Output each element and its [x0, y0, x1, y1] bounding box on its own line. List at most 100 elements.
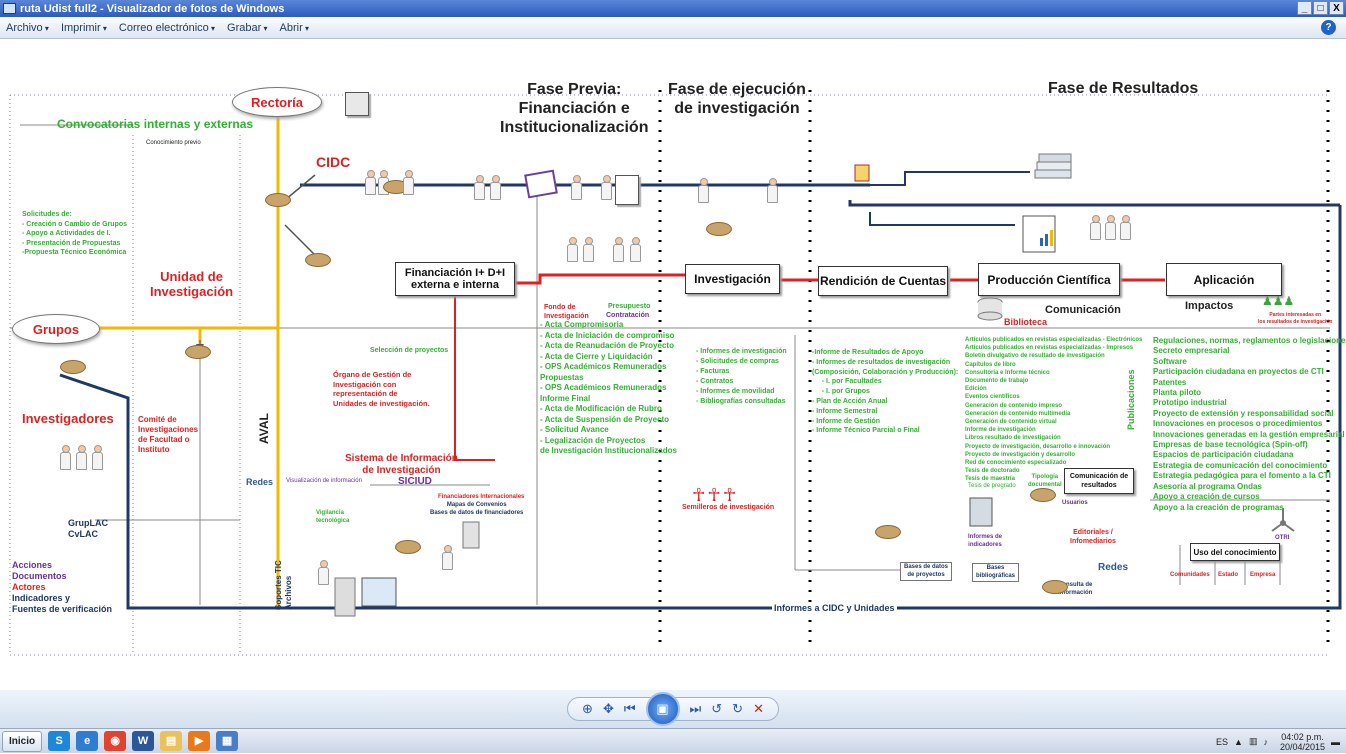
desk-icon — [305, 253, 331, 267]
bases-proyectos-box: Bases de datos de proyectos — [900, 562, 953, 581]
comunidades-label: Comunidades — [1170, 572, 1210, 578]
person-icon — [613, 237, 624, 262]
legend-actores: Actores — [12, 582, 46, 592]
menu-correo[interactable]: Correo electrónico — [119, 22, 215, 34]
solicitudes-list: Solicitudes de: - Creación o Cambio de G… — [22, 211, 128, 256]
aplicacion-box: Aplicación — [1166, 263, 1282, 296]
contratacion-label: Contratación — [606, 312, 650, 319]
zoom-icon[interactable]: ⊕ — [582, 701, 593, 716]
person-icon — [583, 237, 594, 262]
publicaciones-label: Publicaciones — [1126, 369, 1136, 430]
tray-arrow-icon[interactable]: ▲ — [1234, 736, 1243, 747]
seleccion-label: Selección de proyectos — [370, 347, 449, 354]
word-icon[interactable]: W — [132, 731, 155, 751]
person-icon — [474, 175, 485, 200]
start-label: Inicio — [9, 735, 36, 747]
previous-icon[interactable]: ⏮ — [623, 701, 636, 716]
person-icon — [1120, 215, 1131, 240]
convocatorias-label: Convocatorias internas y externas — [57, 117, 254, 131]
photo-viewer-taskbar-icon[interactable]: ▦ — [216, 731, 239, 751]
minimize-button[interactable]: _ — [1297, 1, 1312, 15]
rotate-right-icon[interactable]: ↻ — [732, 701, 744, 716]
menu-grabar[interactable]: Grabar — [227, 22, 268, 34]
sistema-label: Sistema de Información de Investigación — [345, 453, 458, 476]
menu-imprimir[interactable]: Imprimir — [61, 22, 107, 34]
vigilancia-label: Vigilancia tecnológica — [316, 510, 350, 524]
redes-label: Redes — [246, 477, 274, 487]
fit-window-icon[interactable]: ✥ — [602, 701, 614, 716]
desk-icon — [706, 222, 732, 236]
diagram-lines — [9, 90, 1342, 656]
language-indicator[interactable]: ES — [1216, 736, 1229, 747]
otri-label: OTRI — [1275, 535, 1290, 541]
person-icon — [403, 170, 414, 195]
investigadores-label: Investigadores — [22, 411, 114, 426]
rectoria-oval: Rectoría — [232, 87, 322, 117]
informes-cidc-label: Informes a CIDC y Unidades — [772, 603, 897, 614]
meeting-table-icon — [875, 525, 901, 539]
rendicion-box: Rendición de Cuentas — [818, 266, 948, 296]
presupuesto-label: Presupuesto — [608, 303, 651, 310]
start-button[interactable]: Inicio — [2, 730, 43, 752]
legend-fuentes: Fuentes de verificación — [12, 604, 113, 614]
meeting-table-icon — [1030, 488, 1056, 502]
person-icon — [60, 445, 71, 470]
investigacion-box: Investigación — [685, 264, 780, 294]
rotate-left-icon[interactable]: ↺ — [711, 701, 723, 716]
produccion-box: Producción Científica — [978, 263, 1120, 296]
person-icon — [365, 170, 376, 195]
explorer-icon[interactable]: ▤ — [160, 731, 183, 751]
redes-resultados-label: Redes — [1098, 562, 1129, 573]
organo-label: Órgano de Gestión de Investigación con r… — [333, 370, 430, 408]
ie-icon[interactable]: e — [76, 731, 99, 751]
grupos-oval: Grupos — [12, 314, 100, 344]
bases-bibliograficas-box: Bases bibliográficas — [972, 563, 1020, 582]
legend-acciones: Acciones — [12, 560, 53, 570]
cidc-label: CIDC — [316, 154, 351, 170]
clock-date: 20/04/2015 — [1279, 741, 1325, 752]
estado-label: Estado — [1218, 572, 1239, 578]
show-desktop-icon[interactable]: ▬ — [1331, 736, 1340, 747]
document-icon — [615, 175, 639, 205]
slideshow-play-button[interactable]: ▣ — [645, 692, 680, 726]
media-player-icon[interactable]: ▶ — [188, 731, 211, 751]
consulta-label: Consulta de información — [1058, 582, 1093, 596]
financiacion-box: Financiación I+ D+I externa e interna — [395, 262, 515, 296]
person-icon — [490, 175, 501, 200]
delete-icon[interactable]: ✕ — [753, 701, 764, 716]
semilleros-figures-icon: ☥☥☥ — [692, 485, 739, 505]
fondo-label: Fondo de Investigación — [544, 304, 589, 320]
impactos-list: Regulaciones, normas, reglamentos o legi… — [1153, 336, 1346, 512]
partes-label: Partes interesadas en los resultados de … — [1258, 312, 1333, 325]
controls-pill: ⊕ ✥ ⏮ ▣ ⏭ ↺ ↻ ✕ — [567, 692, 779, 726]
person-icon — [92, 445, 103, 470]
person-icon — [698, 178, 709, 203]
close-button[interactable]: X — [1329, 1, 1344, 15]
network-icon[interactable]: ▥ — [1248, 736, 1258, 746]
image-canvas: Fase Previa: Financiación e Instituciona… — [0, 40, 1346, 690]
maximize-button[interactable]: □ — [1313, 1, 1328, 15]
editoriales-label: Editoriales / Infomediarios — [1070, 529, 1116, 545]
clock[interactable]: 04:02 p.m.20/04/2015 — [1274, 732, 1325, 752]
skype-icon[interactable]: S — [48, 731, 71, 751]
comunicacion-label: Comunicación — [1045, 304, 1121, 316]
menu-archivo[interactable]: Archivo — [6, 22, 49, 34]
menu-abrir[interactable]: Abrir — [280, 22, 309, 34]
phase-resultados-title: Fase de Resultados — [1048, 80, 1199, 97]
comunicacion-resultados-box: Comunicación de resultados — [1064, 468, 1134, 494]
person-icon — [567, 237, 578, 262]
comite-label: Comité de Investigaciones de Facultad o … — [138, 415, 199, 454]
soportes-label: Soportes TIC Archivos — [274, 560, 293, 610]
person-icon — [1090, 215, 1101, 240]
unidad-investigacion-label: Unidad de Investigación — [150, 269, 234, 299]
impactos-label: Impactos — [1185, 300, 1234, 312]
desk-icon — [60, 360, 86, 374]
phase-previa-title: Fase Previa: Financiación e Instituciona… — [500, 81, 649, 136]
rendicion-list: -Informe de Resultados de Apoyo - Inform… — [812, 349, 959, 435]
empresa-label: Empresa — [1250, 572, 1276, 578]
meeting-table-icon — [395, 540, 421, 554]
next-icon[interactable]: ⏭ — [689, 701, 702, 716]
help-icon[interactable]: ? — [1321, 20, 1336, 35]
volume-icon[interactable]: ♪ — [1263, 736, 1268, 747]
chrome-icon[interactable]: ◉ — [104, 731, 127, 751]
